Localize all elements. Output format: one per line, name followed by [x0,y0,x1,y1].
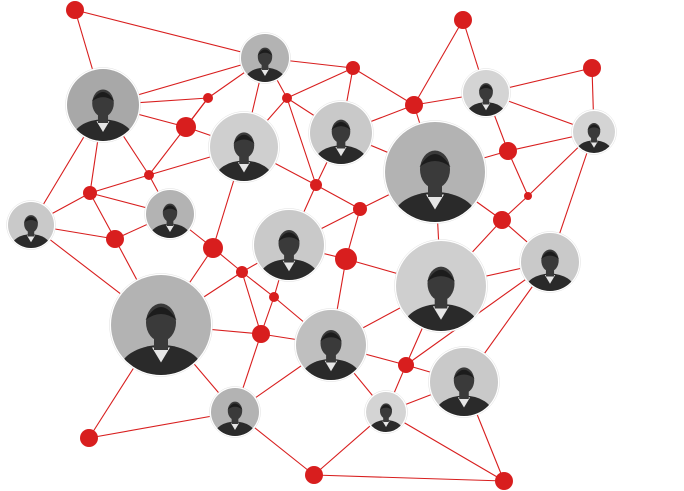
connection-line [413,19,464,106]
person-avatar[interactable] [294,308,368,398]
network-node-dot [310,179,322,191]
network-node-dot [524,192,532,200]
network-node-dot [66,1,84,19]
person-avatar[interactable] [308,100,374,180]
network-node-dot [203,238,223,258]
network-node-dot [499,142,517,160]
node-layer [6,1,617,490]
network-node-dot [236,266,248,278]
person-avatar[interactable] [209,386,261,448]
connection-line [74,9,266,59]
person-avatar[interactable] [144,188,196,251]
connection-line [241,271,262,335]
network-node-dot [405,96,423,114]
person-avatar[interactable] [461,68,511,128]
network-node-dot [454,11,472,29]
person-avatar[interactable] [65,67,141,160]
person-avatar[interactable] [6,200,56,260]
network-node-dot [203,93,213,103]
network-node-dot [493,211,511,229]
network-node-dot [144,170,154,180]
network-node-dot [80,429,98,447]
connection-line [286,67,354,99]
person-avatar[interactable] [208,111,280,199]
network-node-dot [252,325,270,343]
person-avatar[interactable] [428,346,500,433]
person-avatar[interactable] [519,231,581,306]
connection-line [352,67,415,106]
person-avatar[interactable] [571,109,617,164]
network-node-dot [269,292,279,302]
network-node-dot [106,230,124,248]
connection-line [313,474,505,482]
network-node-dot [583,59,601,77]
person-avatar[interactable] [239,32,291,95]
connection-line [241,271,275,298]
connection-line [315,184,361,210]
connection-line [89,174,150,194]
connection-line [148,97,209,176]
network-node-dot [83,186,97,200]
person-avatar[interactable] [109,273,213,401]
network-node-dot [346,61,360,75]
network-node-dot [305,466,323,484]
person-avatar[interactable] [383,120,487,248]
network-node-dot [335,248,357,270]
person-avatar[interactable] [394,239,488,354]
network-node-dot [495,472,513,490]
person-avatar[interactable] [364,390,408,443]
person-avatar[interactable] [252,208,326,298]
network-node-dot [176,117,196,137]
network-node-dot [282,93,292,103]
connection-line [286,97,317,186]
network-node-dot [353,202,367,216]
connection-line [385,411,505,482]
network-node-dot [398,357,414,373]
